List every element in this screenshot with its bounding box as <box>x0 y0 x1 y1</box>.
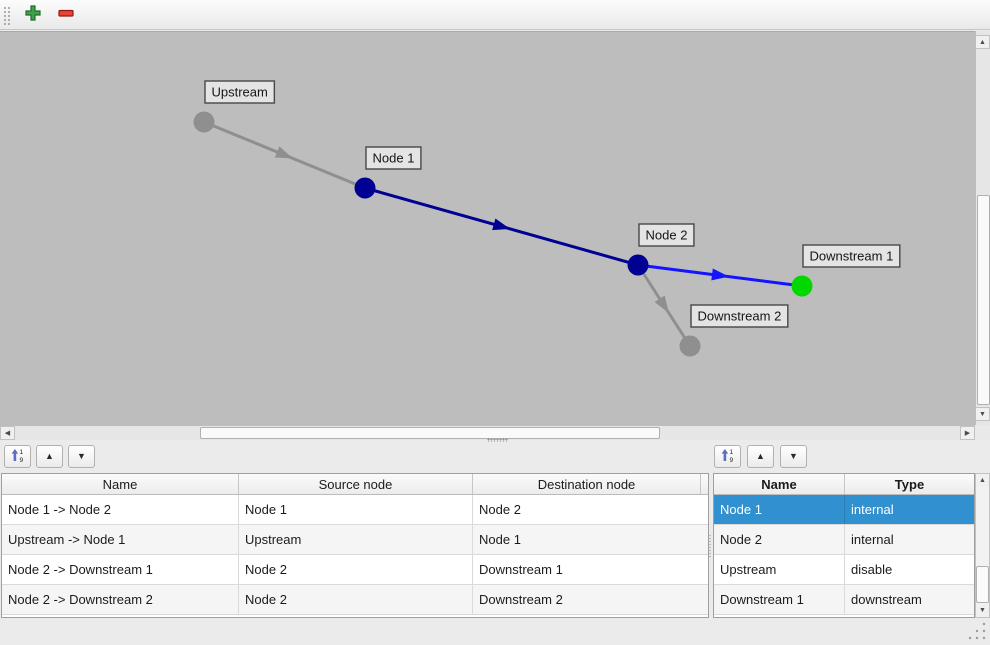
node-upstream[interactable] <box>193 111 215 133</box>
node-label[interactable]: Node 2 <box>646 228 688 243</box>
cell[interactable]: downstream <box>851 592 922 607</box>
sort-ascending-icon: 1 9 <box>720 447 736 466</box>
cell[interactable]: Node 1 <box>239 495 473 524</box>
cell[interactable]: Node 2 -> Downstream 2 <box>2 585 239 614</box>
node-label-box[interactable] <box>638 223 695 247</box>
toolbar-drag-handle[interactable] <box>3 4 12 25</box>
scroll-up-icon[interactable]: ▲ <box>976 35 990 49</box>
remove-node-button[interactable] <box>53 2 79 28</box>
cell[interactable]: Node 2 <box>479 502 521 517</box>
edges-move-down-button[interactable]: ▼ <box>68 445 95 468</box>
svg-text:1: 1 <box>19 449 23 456</box>
node-node-2[interactable] <box>627 254 649 276</box>
table-header-row: Name Type <box>714 474 974 495</box>
canvas-vertical-scrollbar[interactable]: ▲ ▼ <box>975 31 990 425</box>
plus-icon <box>23 3 43 26</box>
svg-text:9: 9 <box>19 457 23 463</box>
cell[interactable]: Upstream <box>239 525 473 554</box>
move-down-icon: ▼ <box>77 451 86 461</box>
cell[interactable]: internal <box>851 532 894 547</box>
resize-grip-icon[interactable] <box>966 620 988 642</box>
nodes-move-down-button[interactable]: ▼ <box>780 445 807 468</box>
cell[interactable]: Downstream 1 <box>479 562 563 577</box>
add-node-button[interactable] <box>20 2 46 28</box>
cell[interactable]: Node 2 -> Downstream 1 <box>2 555 239 584</box>
move-down-icon: ▼ <box>789 451 798 461</box>
canvas-hscroll-thumb[interactable] <box>200 427 660 439</box>
nodes-table-scrollbar[interactable]: ▲ ▼ <box>975 473 990 618</box>
column-header-destination-node[interactable]: Destination node <box>473 474 701 494</box>
node-label-box[interactable] <box>802 244 901 268</box>
canvas-horizontal-scrollbar[interactable]: ◀ ▶ <box>0 425 975 440</box>
cell[interactable]: Node 1 <box>714 495 845 524</box>
cell[interactable]: Upstream -> Node 1 <box>2 525 239 554</box>
column-header-type[interactable]: Type <box>894 476 925 492</box>
cell[interactable]: disable <box>851 562 893 577</box>
nodes-move-up-button[interactable]: ▲ <box>747 445 774 468</box>
vertical-splitter-handle[interactable] <box>707 534 711 558</box>
column-header-source-node[interactable]: Source node <box>239 474 473 494</box>
move-up-icon: ▲ <box>756 451 765 461</box>
node-table-row[interactable]: Node 1 internal <box>714 495 974 525</box>
edges-sort-button[interactable]: 1 9 <box>4 445 31 468</box>
svg-text:1: 1 <box>729 449 733 456</box>
canvas-vscroll-thumb[interactable] <box>977 195 990 405</box>
node-label[interactable]: Node 1 <box>373 151 415 166</box>
column-header-name[interactable]: Name <box>2 474 239 494</box>
sort-ascending-icon: 1 9 <box>10 447 26 466</box>
column-header-name[interactable]: Name <box>714 474 845 494</box>
cell[interactable]: internal <box>851 502 894 517</box>
node-label-box[interactable] <box>690 304 789 328</box>
node-node-1[interactable] <box>354 177 376 199</box>
node-label-box[interactable] <box>204 80 276 104</box>
cell[interactable]: Node 2 <box>714 525 845 554</box>
cell[interactable]: Node 1 -> Node 2 <box>2 495 239 524</box>
cell[interactable]: Node 2 <box>239 555 473 584</box>
edges-move-up-button[interactable]: ▲ <box>36 445 63 468</box>
edge-arrow-icon <box>274 146 293 159</box>
scrollbar-corner <box>975 425 990 440</box>
node-label-box[interactable] <box>365 146 422 170</box>
node-label[interactable]: Downstream 2 <box>698 309 782 324</box>
scroll-left-icon[interactable]: ◀ <box>0 426 15 440</box>
node-table-row[interactable]: Downstream 1 downstream <box>714 585 974 615</box>
column-header-spacer[interactable] <box>701 474 708 494</box>
nodes-sort-button[interactable]: 1 9 <box>714 445 741 468</box>
scroll-down-icon[interactable]: ▼ <box>976 407 990 421</box>
node-label[interactable]: Upstream <box>212 85 268 100</box>
move-up-icon: ▲ <box>45 451 54 461</box>
node-downstream-2[interactable] <box>679 335 701 357</box>
node-label[interactable]: Downstream 1 <box>810 249 894 264</box>
edge-arrow-icon <box>711 268 729 281</box>
minus-icon <box>56 3 76 26</box>
horizontal-splitter-handle[interactable] <box>487 438 508 442</box>
cell[interactable]: Upstream <box>714 555 845 584</box>
cell[interactable]: Downstream 1 <box>714 585 845 614</box>
main-toolbar <box>0 0 990 30</box>
svg-text:9: 9 <box>729 457 733 463</box>
cell[interactable]: Downstream 2 <box>479 592 563 607</box>
scroll-right-icon[interactable]: ▶ <box>960 426 975 440</box>
scroll-up-icon[interactable]: ▲ <box>976 474 989 487</box>
node-downstream-1[interactable] <box>791 275 813 297</box>
cell[interactable]: Node 2 <box>239 585 473 614</box>
nodes-table-scroll-thumb[interactable] <box>976 566 989 603</box>
edge-arrow-icon <box>492 218 511 231</box>
node-table-row[interactable]: Node 2 internal <box>714 525 974 555</box>
edge-arrow-icon <box>654 295 669 314</box>
cell[interactable]: Node 1 <box>479 532 521 547</box>
scroll-down-icon[interactable]: ▼ <box>976 604 989 617</box>
node-table-row[interactable]: Upstream disable <box>714 555 974 585</box>
